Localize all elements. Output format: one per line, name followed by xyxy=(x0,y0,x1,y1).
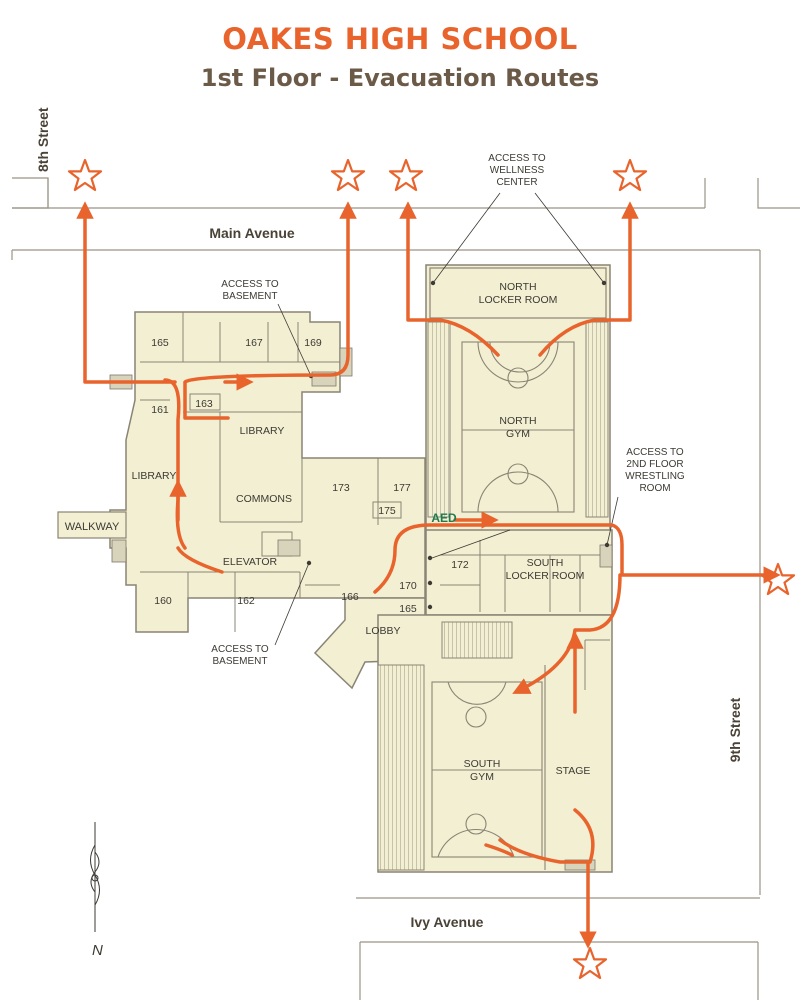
basement-top-callout-1: ACCESS TO xyxy=(221,279,279,290)
route-north-locker-west xyxy=(399,201,500,357)
room-167-label: 167 xyxy=(245,337,263,349)
room-163-label: 163 xyxy=(195,398,213,410)
street-label-ivy: Ivy Avenue xyxy=(411,914,484,930)
basement-top-callout-2: BASEMENT xyxy=(222,291,277,302)
room-165b-label: 165 xyxy=(399,603,417,615)
star-icon xyxy=(572,946,608,980)
star-icon xyxy=(760,562,796,596)
streets xyxy=(11,177,800,1000)
north-locker-label-2: LOCKER ROOM xyxy=(479,294,558,306)
map-subtitle: 1st Floor - Evacuation Routes xyxy=(200,64,600,92)
street-label-8th: 8th Street xyxy=(35,107,51,172)
room-161-label: 161 xyxy=(151,404,169,416)
wellness-callout-1: ACCESS TO xyxy=(488,153,546,164)
north-locker-room xyxy=(429,267,607,319)
interior-walls xyxy=(140,312,610,690)
basement-bottom-callout-2: BASEMENT xyxy=(212,656,267,667)
wrestling-callout-2: 2ND FLOOR xyxy=(626,459,683,470)
star-icon xyxy=(330,158,366,192)
route-west-cross xyxy=(183,201,357,420)
wellness-callout-2: WELLNESS xyxy=(490,165,545,176)
room-175-label: 175 xyxy=(378,505,396,517)
star-icon xyxy=(612,158,648,192)
elevator-label: ELEVATOR xyxy=(223,556,278,568)
room-160-label: 160 xyxy=(154,595,172,607)
map-title: OAKES HIGH SCHOOL xyxy=(222,22,578,56)
south-gym-label-1: SOUTH xyxy=(464,758,501,770)
room-166-label: 166 xyxy=(341,591,359,603)
bleachers xyxy=(377,321,609,871)
commons-label: COMMONS xyxy=(236,493,292,505)
room-170-label: 170 xyxy=(399,580,417,592)
wrestling-callout-3: WRESTLING xyxy=(625,471,685,482)
room-172-label: 172 xyxy=(451,559,469,571)
route-west-north xyxy=(76,201,177,384)
route-library-exit xyxy=(163,378,187,550)
wrestling-callout-4: ROOM xyxy=(639,483,670,494)
route-south-exit xyxy=(498,838,597,949)
south-gym-label-2: GYM xyxy=(470,771,494,783)
south-locker-label-1: SOUTH xyxy=(527,557,564,569)
compass-icon xyxy=(90,822,100,932)
street-label-9th: 9th Street xyxy=(727,697,743,762)
stairs xyxy=(109,347,613,871)
route-south-stage xyxy=(512,573,622,694)
north-gym-label-1: NORTH xyxy=(499,415,536,427)
basement-bottom-callout-1: ACCESS TO xyxy=(211,644,269,655)
callout-leaders xyxy=(274,192,619,646)
library-west-label: LIBRARY xyxy=(132,470,177,482)
route-elevator xyxy=(176,546,224,574)
route-central-east xyxy=(373,523,781,594)
aed-label: AED xyxy=(431,511,457,525)
room-177-label: 177 xyxy=(393,482,411,494)
route-stage-down xyxy=(573,808,595,864)
walkway xyxy=(57,511,127,539)
north-gym-label-2: GYM xyxy=(506,428,530,440)
wrestling-callout-1: ACCESS TO xyxy=(626,447,684,458)
north-locker-label-1: NORTH xyxy=(499,281,536,293)
lobby-label: LOBBY xyxy=(365,625,400,637)
route-gym-down xyxy=(484,843,514,857)
wellness-callout-3: CENTER xyxy=(496,177,537,188)
room-173-label: 173 xyxy=(332,482,350,494)
walkway-label: WALKWAY xyxy=(65,521,120,533)
building-shell xyxy=(109,264,613,873)
compass-north-label: N xyxy=(92,942,103,959)
room-165-label: 165 xyxy=(151,337,169,349)
south-locker-label-2: LOCKER ROOM xyxy=(506,570,585,582)
star-icon xyxy=(388,158,424,192)
room-169-label: 169 xyxy=(304,337,322,349)
evacuation-routes xyxy=(76,201,781,949)
street-label-main: Main Avenue xyxy=(209,225,295,241)
assembly-points xyxy=(67,158,796,980)
route-north-locker-east xyxy=(538,201,639,357)
stage-label: STAGE xyxy=(556,765,591,777)
north-gym-court xyxy=(461,341,575,513)
star-icon xyxy=(67,158,103,192)
room-162-label: 162 xyxy=(237,595,255,607)
library-east-label: LIBRARY xyxy=(240,425,285,437)
